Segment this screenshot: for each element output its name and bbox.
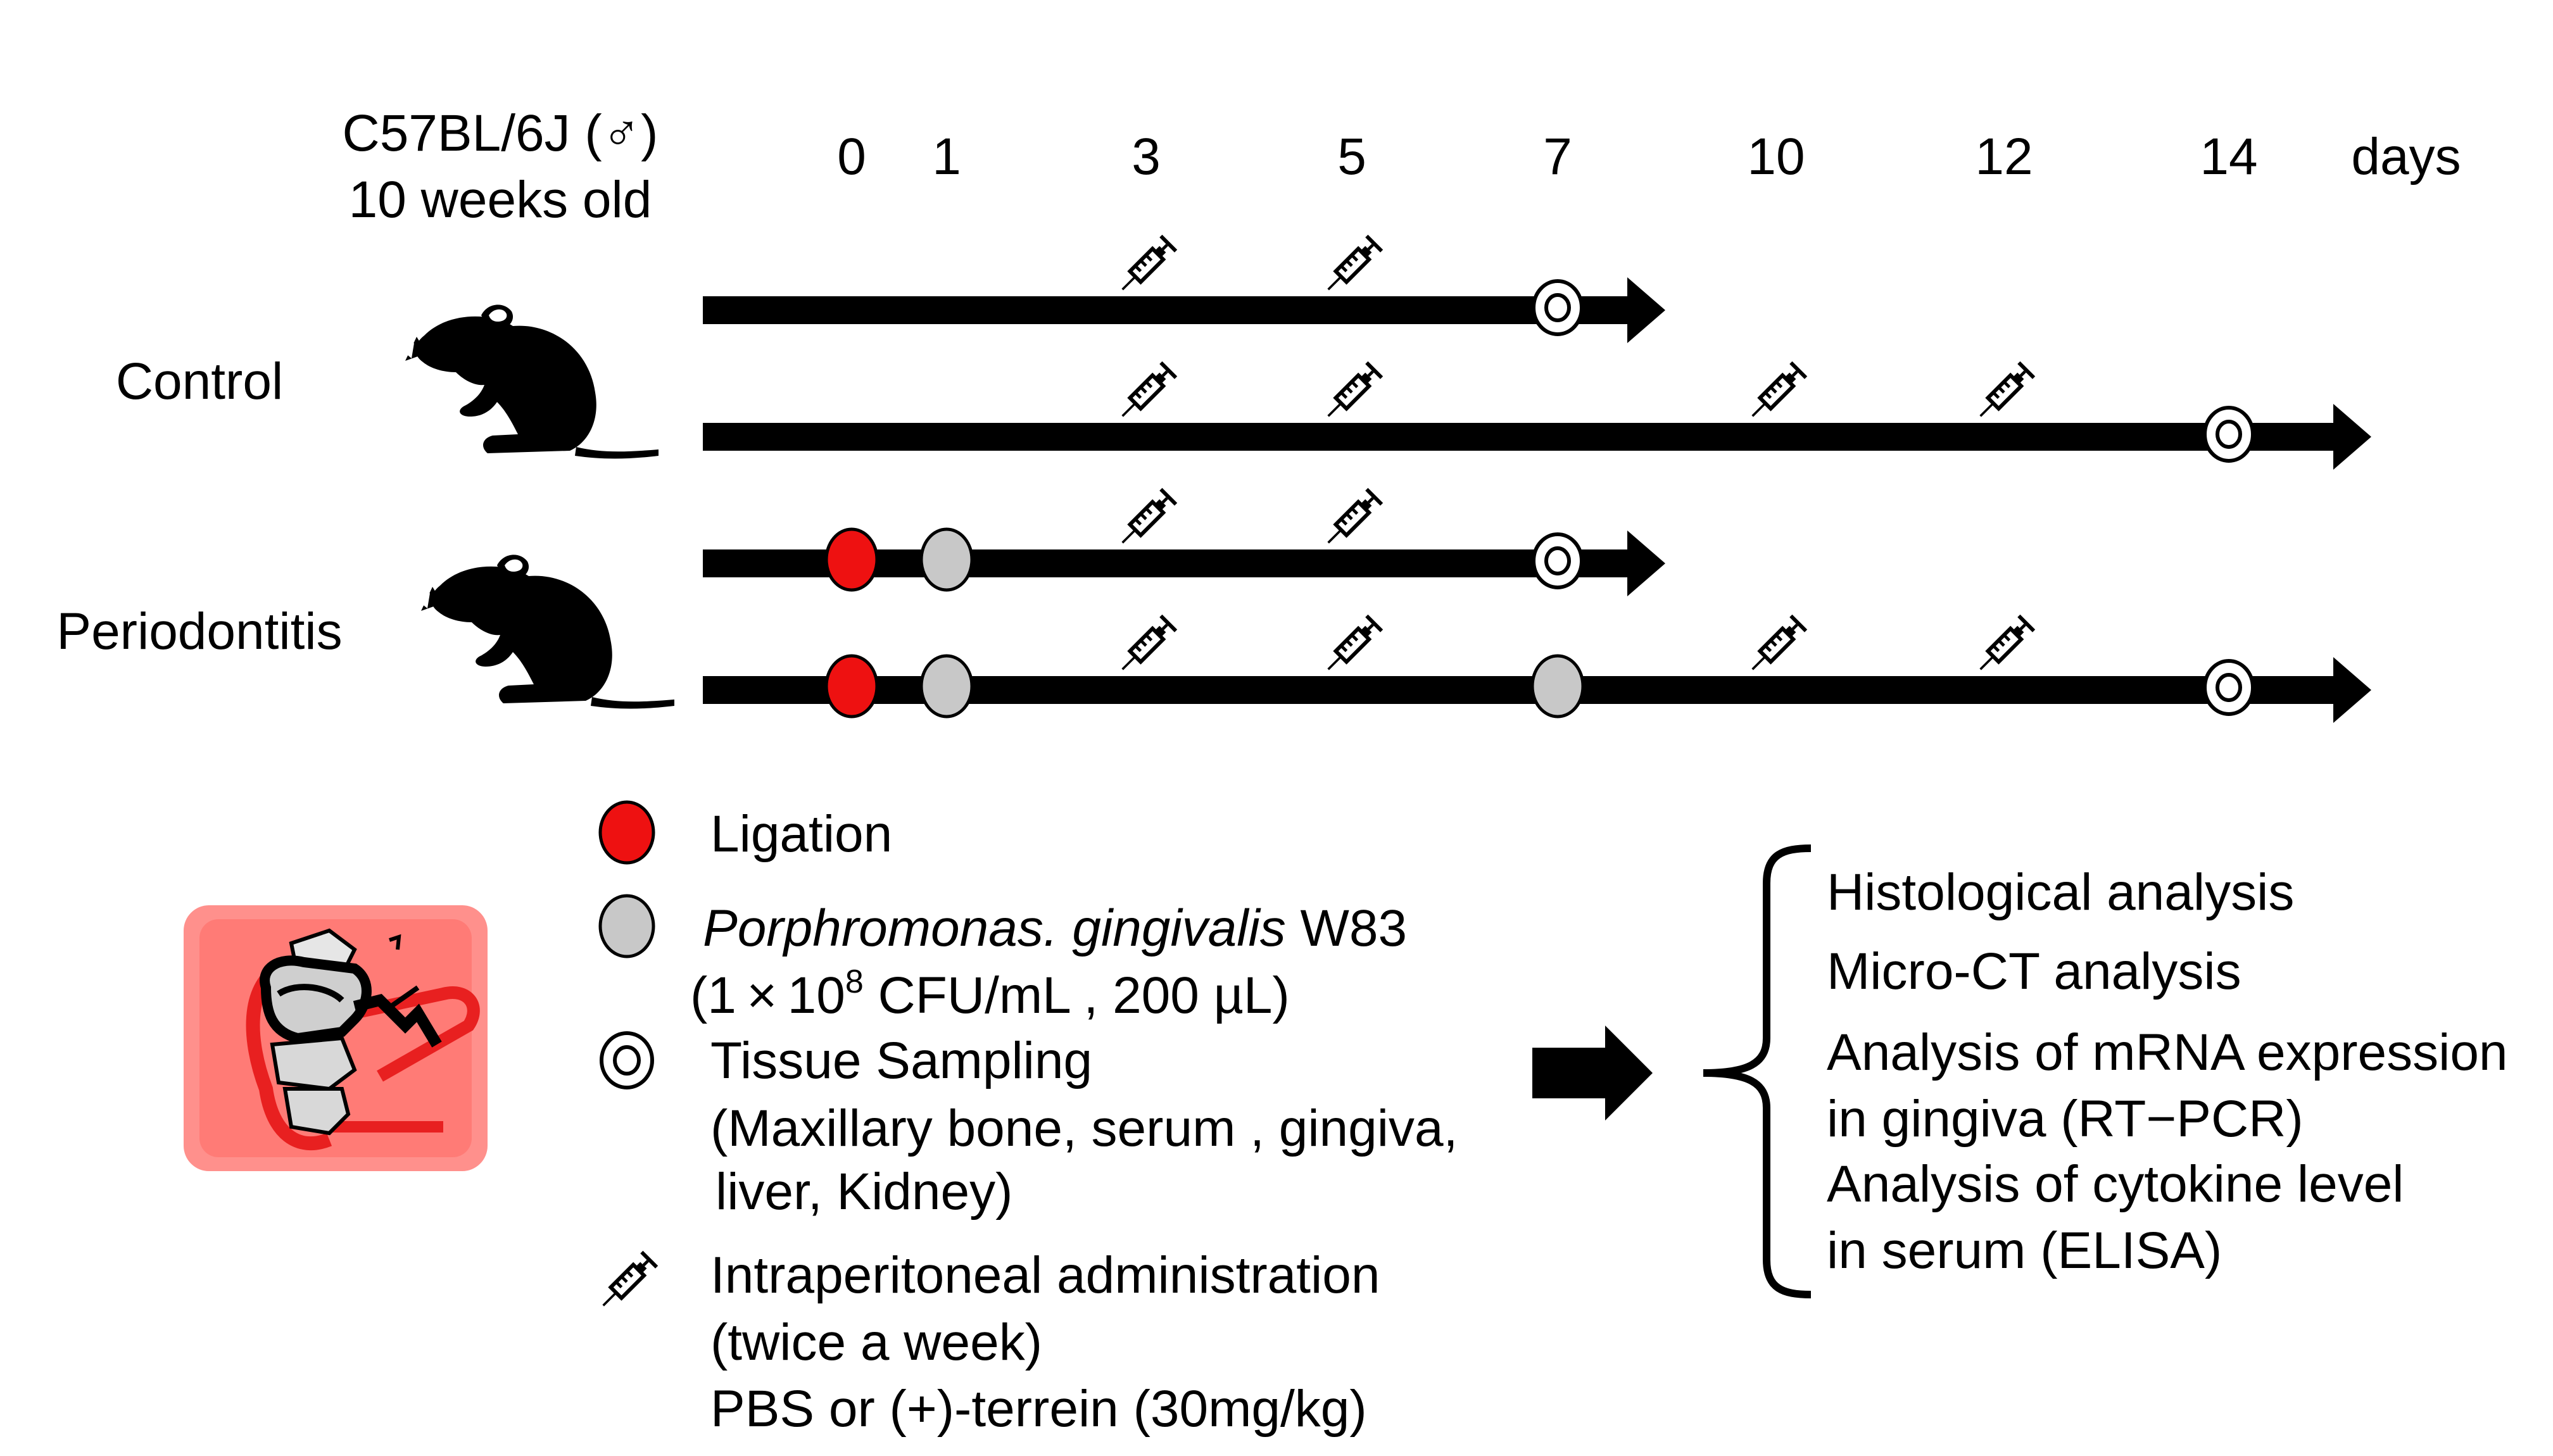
legend-injection-label: Intraperitoneal administration xyxy=(710,1246,1380,1304)
pg-inoculation-marker xyxy=(1530,654,1585,719)
day-tick-label: 1 xyxy=(932,128,961,185)
legend-pg-dose-prefix: (1 × 10 xyxy=(690,967,845,1024)
legend-sampling-label: Tissue Sampling xyxy=(710,1032,1092,1089)
legend: Ligation Porphromonas. gingivalis W83 (1… xyxy=(596,800,1458,1438)
outcome-micro-ct: Micro-CT analysis xyxy=(1827,943,2241,1000)
day-tick-label: 12 xyxy=(1975,128,2033,185)
double-circle-icon xyxy=(600,1031,654,1089)
outcome-brace xyxy=(1703,844,1812,1298)
ligation-marker xyxy=(824,527,879,592)
timeline-bar xyxy=(703,423,2336,451)
syringe-icon xyxy=(1115,361,1177,424)
legend-pg-dose: (1 × 108 CFU/mL , 200 µL) xyxy=(690,963,1290,1024)
legend-pg-dose-suffix: CFU/mL , 200 µL) xyxy=(864,967,1290,1024)
syringe-icon xyxy=(596,1251,658,1313)
day-tick-label: 10 xyxy=(1747,128,1805,185)
days-unit-label: days xyxy=(2351,128,2461,185)
day-tick-label: 7 xyxy=(1543,128,1572,185)
timeline-arrowhead xyxy=(2333,404,2371,470)
outcome-cytokine-line-2: in serum (ELISA) xyxy=(1827,1222,2222,1279)
ligation-legend-marker xyxy=(598,800,655,865)
day-tick-label: 14 xyxy=(2200,128,2257,185)
mouse-icon xyxy=(399,304,659,459)
syringe-icon xyxy=(1973,615,2035,677)
syringe-icon xyxy=(1321,361,1383,424)
day-tick-label: 0 xyxy=(837,128,866,185)
legend-injection-detail-2: PBS or (+)-terrein (30mg/kg) xyxy=(710,1380,1367,1438)
double-circle-icon xyxy=(2203,406,2255,463)
outcome-mrna-line-1: Analysis of mRNA expression xyxy=(1827,1024,2508,1081)
syringe-icon xyxy=(1745,615,1807,677)
syringe-icon xyxy=(1321,235,1383,297)
legend-injection-detail-1: (twice a week) xyxy=(710,1314,1042,1371)
mouse-icon xyxy=(415,555,674,709)
outcome-mrna-line-2: in gingiva (RT−PCR) xyxy=(1827,1090,2304,1148)
timeline-rows xyxy=(703,235,2371,723)
legend-pg-label: Porphromonas. gingivalis W83 xyxy=(703,900,1407,957)
day-axis: 0 1 3 5 7 10 12 14 xyxy=(837,128,2257,185)
pg-inoculation-marker xyxy=(919,527,974,592)
timeline-bar xyxy=(703,676,2336,704)
timeline-arrowhead xyxy=(2333,657,2371,723)
legend-ligation-label: Ligation xyxy=(710,805,892,863)
timeline-arrowhead xyxy=(1627,277,1665,343)
legend-pg-strain: W83 xyxy=(1286,900,1407,957)
syringe-icon xyxy=(1115,488,1177,550)
group-label-control: Control xyxy=(116,353,283,410)
timeline-arrowhead xyxy=(1627,530,1665,596)
strain-label: C57BL/6J (♂) xyxy=(342,104,658,162)
double-circle-icon xyxy=(1532,279,1584,336)
legend-pg-dose-exponent: 8 xyxy=(845,963,864,1000)
legend-sampling-detail-2: liver, Kidney) xyxy=(715,1163,1012,1221)
double-circle-icon xyxy=(2203,659,2255,716)
syringe-icon xyxy=(1321,488,1383,550)
outcome-cytokine-line-1: Analysis of cytokine level xyxy=(1827,1155,2404,1213)
double-circle-icon xyxy=(1532,532,1584,589)
legend-pg-species: Porphromonas. gingivalis xyxy=(703,900,1286,957)
syringe-icon xyxy=(1115,615,1177,677)
syringe-icon xyxy=(1115,235,1177,297)
timeline-bar xyxy=(703,296,1630,324)
outcome-histology: Histological analysis xyxy=(1827,863,2294,921)
pg-legend-marker xyxy=(598,894,655,958)
results-arrow xyxy=(1532,1026,1653,1120)
age-label: 10 weeks old xyxy=(349,171,652,229)
legend-sampling-detail-1: (Maxillary bone, serum , gingiva, xyxy=(710,1100,1458,1157)
syringe-icon xyxy=(1973,361,2035,424)
group-label-periodontitis: Periodontitis xyxy=(56,603,342,660)
day-tick-label: 3 xyxy=(1132,128,1161,185)
day-tick-label: 5 xyxy=(1337,128,1366,185)
ligated-tooth-illustration xyxy=(184,905,488,1171)
ligation-marker xyxy=(824,654,879,719)
syringe-icon xyxy=(1321,615,1383,677)
pg-inoculation-marker xyxy=(919,654,974,719)
syringe-icon xyxy=(1745,361,1807,424)
